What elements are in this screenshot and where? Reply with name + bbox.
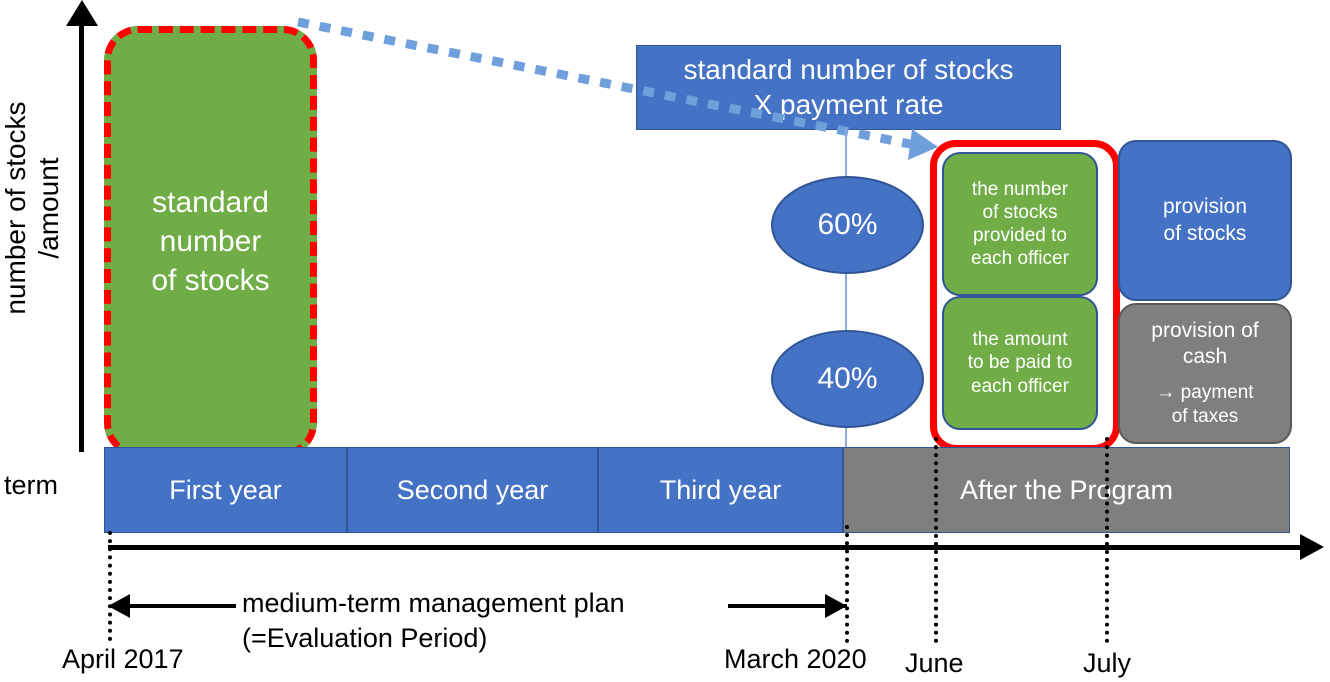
- date-label-july: July: [1083, 648, 1132, 678]
- term-bar-after-the-program: After the Program: [843, 447, 1290, 533]
- date-label-march-2020: March 2020: [724, 644, 867, 674]
- tick-line-april-2017: [108, 531, 112, 641]
- tick-line-june: [934, 437, 938, 643]
- evaluation-period-label: medium-term management plan (=Evaluation …: [236, 586, 728, 656]
- date-label-june: June: [905, 648, 964, 678]
- evaluation-period-arrow-left-icon: [108, 594, 130, 618]
- term-bar-after-the-program-label: After the Program: [959, 474, 1174, 505]
- term-row-label: term: [4, 470, 58, 500]
- y-axis-label: number of stocks/amount: [0, 101, 64, 315]
- split-ellipse-stocks: 60%: [771, 176, 924, 274]
- results-group-outline: [930, 140, 1120, 452]
- y-axis-arrow-icon: [66, 0, 98, 26]
- split-ellipse-cash: 40%: [771, 330, 924, 428]
- banner-to-split-connector: [845, 128, 847, 448]
- time-axis-line: [108, 545, 1305, 550]
- formula-line-2: X payment rate: [753, 88, 944, 120]
- formula-line-1: standard number of stocks: [683, 54, 1014, 86]
- term-bar-second-year-label: Second year: [396, 474, 549, 505]
- time-axis-arrow-icon: [1300, 534, 1324, 560]
- evaluation-period-line-1: medium-term management plan: [242, 588, 625, 618]
- term-bar-first-year: First year: [104, 447, 347, 533]
- tick-line-march-2020: [845, 525, 849, 643]
- term-bar-third-year-label: Third year: [659, 474, 782, 505]
- split-ellipse-cash-label: 40%: [817, 362, 878, 395]
- term-bar-first-year-label: First year: [169, 474, 282, 505]
- term-bar-second-year: Second year: [347, 447, 598, 533]
- evaluation-period-line-2: (=Evaluation Period): [242, 622, 488, 653]
- split-ellipse-stocks-label: 60%: [817, 208, 878, 241]
- tick-line-july: [1105, 437, 1109, 643]
- term-bar-third-year: Third year: [598, 447, 843, 533]
- date-label-april-2017: April 2017: [62, 644, 184, 674]
- y-axis-line: [79, 22, 84, 452]
- evaluation-period-arrow-right-icon: [825, 594, 847, 618]
